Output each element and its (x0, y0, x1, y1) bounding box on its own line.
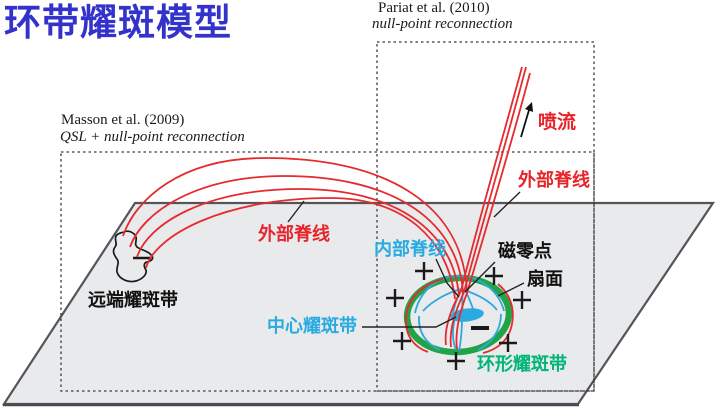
masson-subtitle: QSL + null-point reconnection (60, 129, 245, 145)
remote-ribbon-shape (112, 230, 154, 283)
plus-sign (415, 262, 433, 280)
plus-sign (513, 291, 531, 309)
plus-sign (447, 352, 465, 370)
ribbon-footpoint-arcs (405, 278, 514, 354)
plus-sign (386, 289, 404, 307)
page-title: 环带耀斑模型 (4, 3, 232, 44)
inner-spine-label: 内部脊线 (374, 239, 446, 259)
outer-spine-label-right: 外部脊线 (518, 170, 590, 190)
jet-lines (444, 66, 531, 350)
remote-ribbon-label: 远端耀斑带 (88, 290, 178, 310)
jet-label: 喷流 (538, 112, 577, 133)
outer-spine-label-left: 外部脊线 (258, 224, 330, 244)
pariat-model-box (376, 41, 595, 392)
null-point-label: 磁零点 (498, 241, 552, 261)
plus-sign (499, 334, 517, 352)
polarity-symbols (386, 262, 531, 370)
solar-surface-plane (1, 201, 716, 407)
plus-sign (485, 267, 503, 285)
masson-reference: Masson et al. (2009) (61, 112, 185, 128)
plus-sign (393, 332, 411, 350)
outer-spine-loops (122, 157, 468, 300)
circular-ribbon-label: 环形耀斑带 (477, 354, 567, 374)
jet-arrow (520, 102, 533, 138)
pariat-reference: Pariat et al. (2010) (378, 0, 490, 16)
fan-surface-label: 扇面 (527, 269, 563, 289)
central-ribbon-label: 中心耀斑带 (267, 316, 357, 336)
masson-model-box (60, 151, 595, 392)
pariat-subtitle: null-point reconnection (372, 16, 513, 32)
pointer-lines (287, 191, 525, 328)
